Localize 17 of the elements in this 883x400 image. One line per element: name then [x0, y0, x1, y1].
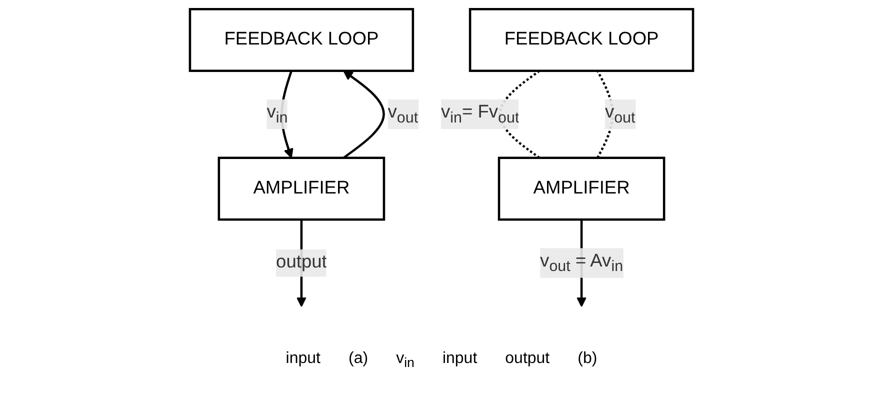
signal-label: input	[442, 350, 478, 369]
node-box: FEEDBACK LOOP	[188, 8, 414, 72]
edge-label: v$_{in}$	[266, 102, 288, 126]
edge-label: v$_{in}$= Fv$_{out}$	[440, 102, 520, 126]
edge-label: v$_{out}$	[604, 102, 636, 126]
signal-label: input	[286, 350, 320, 369]
edge-label: output	[276, 252, 327, 272]
arrow	[342, 70, 385, 159]
node-box: FEEDBACK LOOP	[468, 8, 694, 72]
node-box: AMPLIFIER	[218, 156, 386, 221]
signal-label: (a)	[348, 350, 368, 369]
signal-label: (b)	[578, 350, 598, 369]
node-box: AMPLIFIER	[498, 156, 666, 221]
signal-label: output	[505, 350, 550, 369]
edge-label: v$_{out}$ = Av$_{in}$	[540, 252, 624, 275]
signal-label: v$_{in}$	[396, 350, 414, 370]
edge-label: v$_{out}$	[388, 102, 418, 126]
